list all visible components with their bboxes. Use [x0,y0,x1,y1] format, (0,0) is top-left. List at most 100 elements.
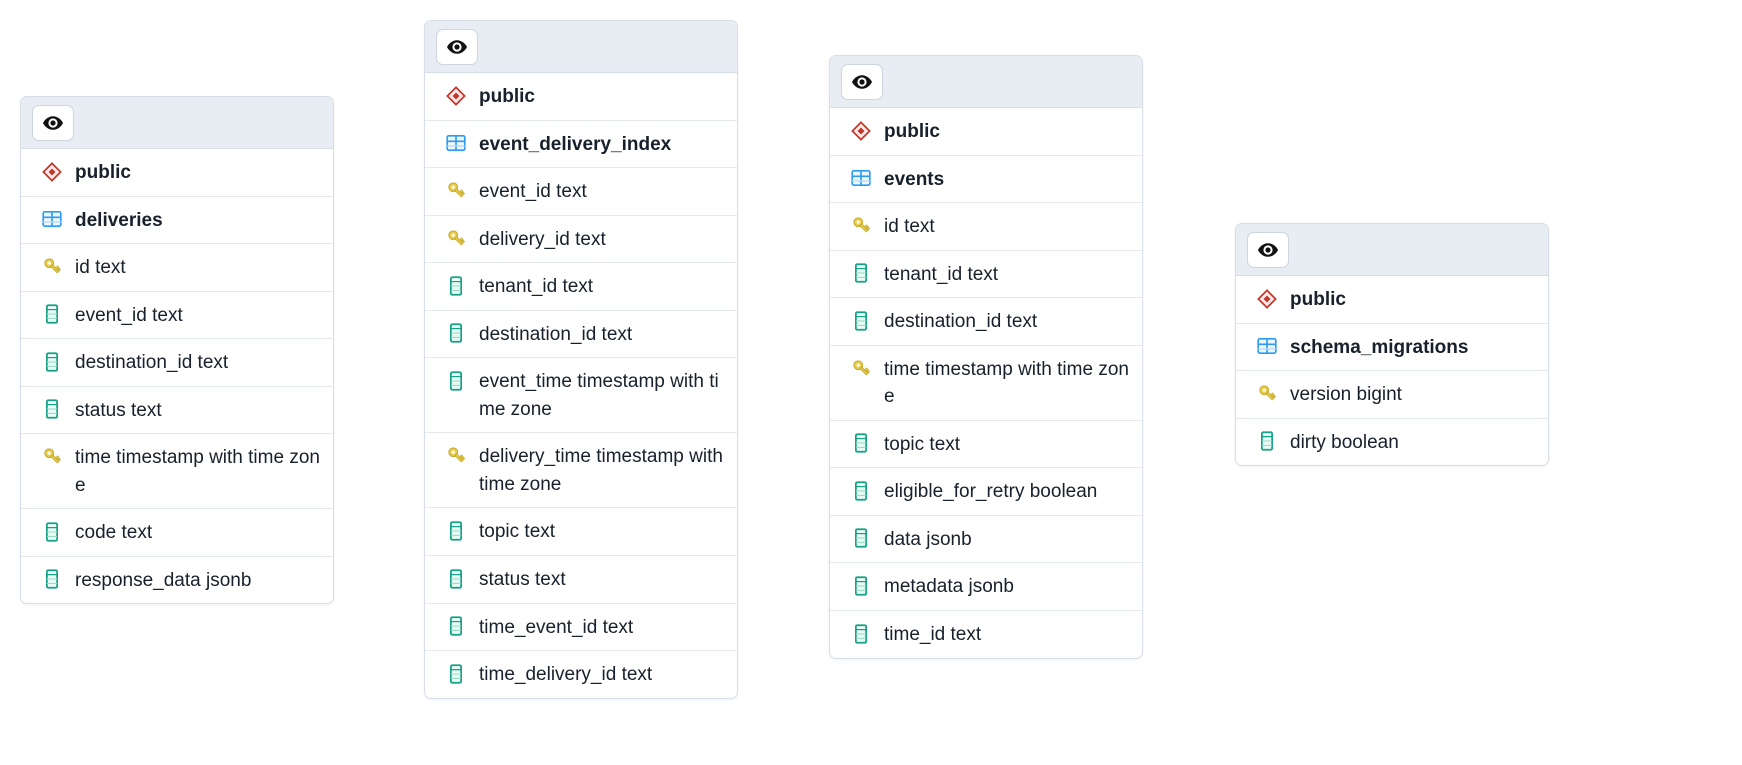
column-icon [443,614,469,639]
table-name-row[interactable]: events [830,156,1142,204]
table-card-events: public events id text tenant_id text destina… [829,55,1143,659]
primary-key-icon [848,213,874,238]
table-name-row[interactable]: schema_migrations [1236,324,1548,372]
table-name: schema_migrations [1290,336,1469,358]
schema-name: public [884,121,940,142]
column-row[interactable]: event_time timestamp with time zone [425,358,737,434]
column-row[interactable]: tenant_id text [830,251,1142,299]
table-name: events [884,168,945,190]
schema-row[interactable]: public [425,73,737,121]
column-row[interactable]: event_id text [425,168,737,216]
column-label: status text [479,569,566,591]
table-grid-icon [848,166,874,191]
column-row[interactable]: time timestamp with time zone [830,346,1142,421]
column-row[interactable]: metadata jsonb [830,563,1142,612]
column-row[interactable]: id text [21,244,333,292]
column-icon [443,518,469,543]
column-row[interactable]: response_data jsonb [21,557,333,604]
column-row[interactable]: time_id text [830,611,1142,658]
schema-diamond-icon [1254,286,1280,311]
schema-name: public [479,86,535,107]
column-row[interactable]: dirty boolean [1236,419,1548,466]
schema-row[interactable]: public [830,108,1142,156]
column-label: time_id text [884,624,982,646]
column-icon [443,273,469,298]
schema-diamond-icon [443,83,469,108]
column-label: eligible_for_retry boolean [884,481,1098,503]
column-icon [443,368,469,393]
column-icon [848,621,874,646]
column-icon [443,566,469,591]
eye-icon[interactable] [841,63,883,100]
column-icon [848,573,874,598]
column-icon [39,567,65,592]
schema-row[interactable]: public [21,149,333,197]
column-label: event_id text [479,181,587,203]
primary-key-icon [39,254,65,279]
column-icon [443,321,469,346]
table-grid-icon [443,131,469,156]
schema-name: public [1290,289,1346,310]
column-icon [848,478,874,503]
column-row[interactable]: destination_id text [830,298,1142,346]
column-row[interactable]: time timestamp with time zone [21,434,333,510]
column-row[interactable]: destination_id text [21,339,333,387]
primary-key-icon [39,444,65,469]
column-label: topic text [479,521,556,543]
column-row[interactable]: data jsonb [830,516,1142,564]
table-grid-icon [1254,334,1280,359]
column-row[interactable]: eligible_for_retry boolean [830,468,1142,516]
column-row[interactable]: id text [830,203,1142,251]
column-icon [39,519,65,544]
column-row[interactable]: status text [21,387,333,435]
column-icon [848,431,874,456]
column-row[interactable]: code text [21,509,333,557]
eye-icon[interactable] [32,104,74,141]
column-row[interactable]: event_id text [21,292,333,340]
table-card-event_delivery_index: public event_delivery_index event_id text d… [424,20,738,699]
schema-diamond-icon [39,159,65,184]
primary-key-icon [443,226,469,251]
column-label: data jsonb [884,528,972,550]
column-row[interactable]: version bigint [1236,371,1548,419]
column-icon [1254,429,1280,454]
schema-row[interactable]: public [1236,276,1548,324]
column-label: time_event_id text [479,616,634,638]
column-label: time_delivery_id text [479,664,653,686]
column-icon [848,261,874,286]
table-card-header [830,56,1142,108]
column-label: topic text [884,433,961,455]
table-name: event_delivery_index [479,133,672,155]
column-label: time timestamp with time zone [884,358,1129,408]
column-label: response_data jsonb [75,569,252,591]
schema-name: public [75,162,131,183]
column-row[interactable]: delivery_id text [425,216,737,264]
column-row[interactable]: destination_id text [425,311,737,359]
column-row[interactable]: topic text [830,421,1142,469]
column-label: destination_id text [479,323,633,345]
column-label: code text [75,522,153,544]
table-grid-icon [39,207,65,232]
table-name-row[interactable]: event_delivery_index [425,121,737,169]
column-row[interactable]: tenant_id text [425,263,737,311]
column-row[interactable]: time_event_id text [425,604,737,652]
table-card-header [1236,224,1548,276]
column-icon [39,302,65,327]
column-label: destination_id text [884,311,1038,333]
primary-key-icon [1254,381,1280,406]
column-row[interactable]: status text [425,556,737,604]
column-row[interactable]: delivery_time timestamp with time zone [425,433,737,509]
eye-icon[interactable] [436,28,478,65]
column-row[interactable]: topic text [425,508,737,557]
column-icon [39,349,65,374]
eye-icon[interactable] [1247,231,1289,268]
column-icon [39,397,65,422]
table-name-row[interactable]: deliveries [21,197,333,245]
column-label: event_id text [75,304,183,326]
column-label: metadata jsonb [884,576,1014,598]
column-label: tenant_id text [884,263,999,285]
column-row[interactable]: time_delivery_id text [425,651,737,698]
